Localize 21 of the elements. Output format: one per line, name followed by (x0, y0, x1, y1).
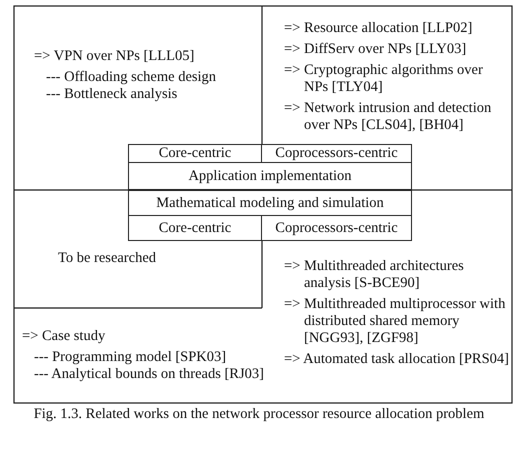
list-item: => Multithreaded multiprocessor with distributed shared memory [NGG93], [ZGF98] (284, 296, 506, 347)
label-cell: Application implementation (128, 162, 412, 190)
label-cell: Core-centric (128, 215, 262, 241)
list-item: => Multithreaded architectures analysis [S-BCE90] (284, 258, 465, 292)
sub-item: --- Offloading scheme design (45, 69, 218, 86)
list-item: => DiffServ over NPs [LLY03] (284, 41, 468, 58)
list-item: To be researched (58, 250, 158, 267)
list-item: => Network intrusion and detection over NPs [CLS04], [BH04] (284, 100, 492, 134)
sub-item: --- Programming model [SPK03] (33, 349, 228, 366)
label-cell: Coprocessors-centric (261, 215, 412, 241)
list-item: => Resource allocation [LLP02] (284, 20, 474, 37)
sub-item: --- Analytical bounds on threads [RJ03] (33, 366, 265, 383)
figure-caption: Fig. 1.3. Related works on the network processor resource allocation problem (32, 406, 486, 423)
list-item: => Automated task allocation [PRS04] (284, 351, 510, 368)
label-cell: Core-centric (128, 144, 262, 163)
sub-item: --- Bottleneck analysis (45, 86, 178, 103)
list-item: => VPN over NPs [LLL05] (34, 48, 196, 65)
list-item: => Cryptographic algorithms over NPs [TLY04] (284, 62, 484, 96)
label-cell: Coprocessors-centric (261, 144, 412, 163)
list-item: => Case study (22, 328, 106, 345)
label-cell: Mathematical modeling and simulation (128, 190, 412, 216)
